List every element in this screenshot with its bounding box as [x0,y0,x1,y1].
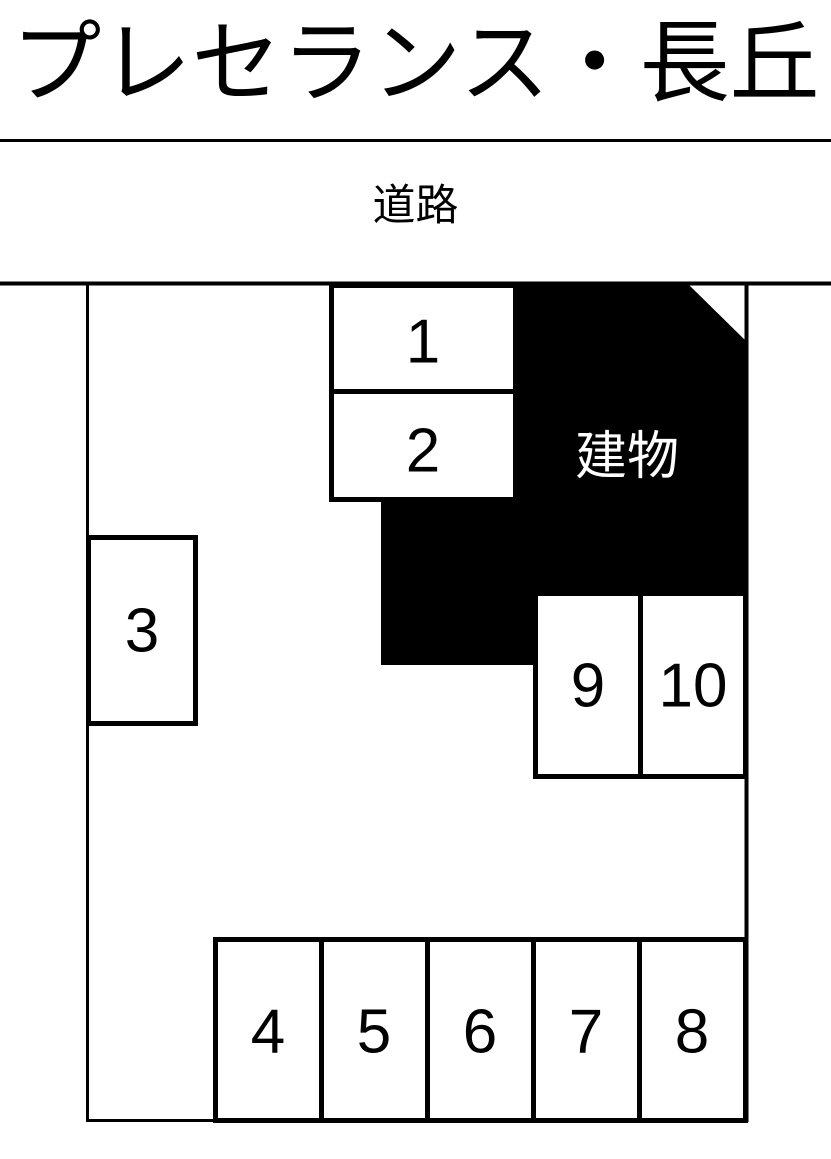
parking-stall-6[interactable]: 6 [425,937,536,1123]
parking-stall-1-outline [329,283,518,394]
parking-stall-7-number: 7 [569,998,603,1067]
parking-stall-4-number: 4 [251,998,285,1067]
parking-stall-7-outline [531,937,642,1123]
header-divider [0,139,831,142]
page-header: プレセランス・長丘 [0,0,831,142]
parking-stall-7[interactable]: 7 [531,937,642,1123]
parking-stall-3-number: 3 [125,597,159,666]
parking-stall-2-number: 2 [406,417,440,486]
building-label: 建物 [575,427,679,487]
parking-stall-8-outline [637,937,748,1123]
parking-stall-3-outline [86,535,198,726]
parking-stall-2[interactable]: 2 [329,389,518,502]
parking-stall-9-number: 9 [571,652,605,721]
page-title: プレセランス・長丘 [11,11,820,116]
parking-stall-10-outline [638,591,748,779]
parking-stall-10[interactable]: 10 [638,591,748,779]
parking-stall-4-outline [213,937,324,1123]
parking-stall-5[interactable]: 5 [319,937,430,1123]
parking-stall-8-number: 8 [675,998,709,1067]
parking-stall-4[interactable]: 4 [213,937,324,1123]
parking-stall-2-outline [329,389,518,502]
parking-stall-6-number: 6 [463,998,497,1067]
parking-stall-8[interactable]: 8 [637,937,748,1123]
parking-stall-10-number: 10 [659,652,728,721]
parking-stall-5-outline [319,937,430,1123]
parking-stall-1-number: 1 [406,308,440,377]
parking-stall-9[interactable]: 9 [533,591,643,779]
parking-stall-5-number: 5 [357,998,391,1067]
parking-stall-9-outline [533,591,643,779]
road-label: 道路 [372,181,459,231]
parking-stall-1[interactable]: 1 [329,283,518,394]
parking-stall-3[interactable]: 3 [86,535,198,726]
